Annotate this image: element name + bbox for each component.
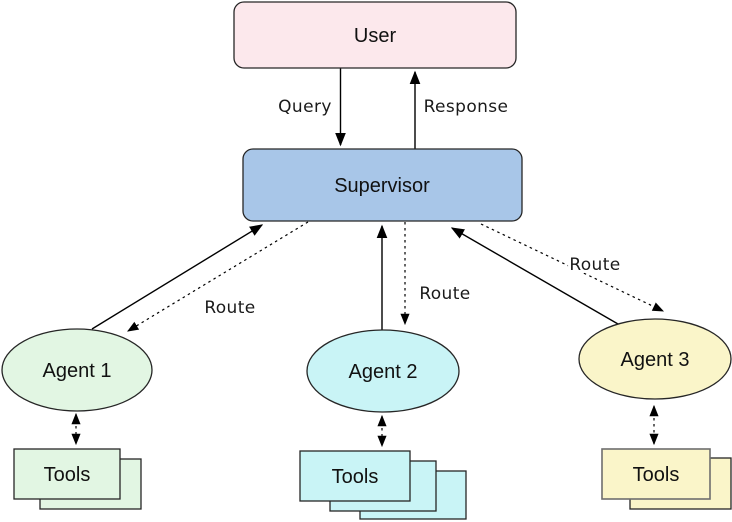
agent3-ellipse: [578, 318, 732, 400]
edge-labels-layer: Query Response Route Route Route: [201, 94, 623, 321]
route3-edge-label: Route: [569, 255, 620, 275]
agent2-ellipse: [306, 329, 460, 413]
agent1-to-supervisor-arrow: [91, 224, 264, 330]
edges-layer: [71, 68, 665, 448]
tools2-front-box: [299, 450, 411, 502]
agent2-node: Agent 2: [306, 329, 460, 413]
user-label: User: [354, 25, 397, 47]
agent2-label: Agent 2: [349, 361, 418, 383]
supervisor-box: [242, 148, 523, 222]
supervisor-to-agent1-route-arrow: [127, 221, 309, 332]
agent1-node: Agent 1: [1, 328, 153, 412]
agent1-ellipse: [1, 328, 153, 412]
response-edge-label: Response: [424, 97, 509, 117]
agent3-to-supervisor-arrow: [450, 227, 619, 325]
tools1-front-box: [13, 448, 121, 500]
tools1-stack: Tools: [13, 448, 142, 510]
supervisor-label: Supervisor: [334, 175, 430, 197]
supervisor-node: Supervisor: [242, 148, 523, 222]
route1-edge-label: Route: [204, 298, 255, 318]
agent1-label: Agent 1: [43, 360, 112, 382]
tools2-label: Tools: [332, 466, 379, 488]
supervisor-to-agent3-route-arrow: [480, 223, 665, 312]
tools3-front-box: [601, 448, 711, 500]
tools3-label: Tools: [633, 464, 680, 486]
route2-edge-label: Route: [419, 284, 470, 304]
user-node: User: [233, 1, 517, 69]
tools3-stack: Tools: [601, 448, 732, 510]
tools2-stack: Tools: [299, 450, 467, 520]
query-edge-label: Query: [278, 97, 332, 117]
user-box: [233, 1, 517, 69]
agent3-node: Agent 3: [578, 318, 732, 400]
agent3-label: Agent 3: [621, 349, 690, 371]
tools1-label: Tools: [44, 464, 91, 486]
